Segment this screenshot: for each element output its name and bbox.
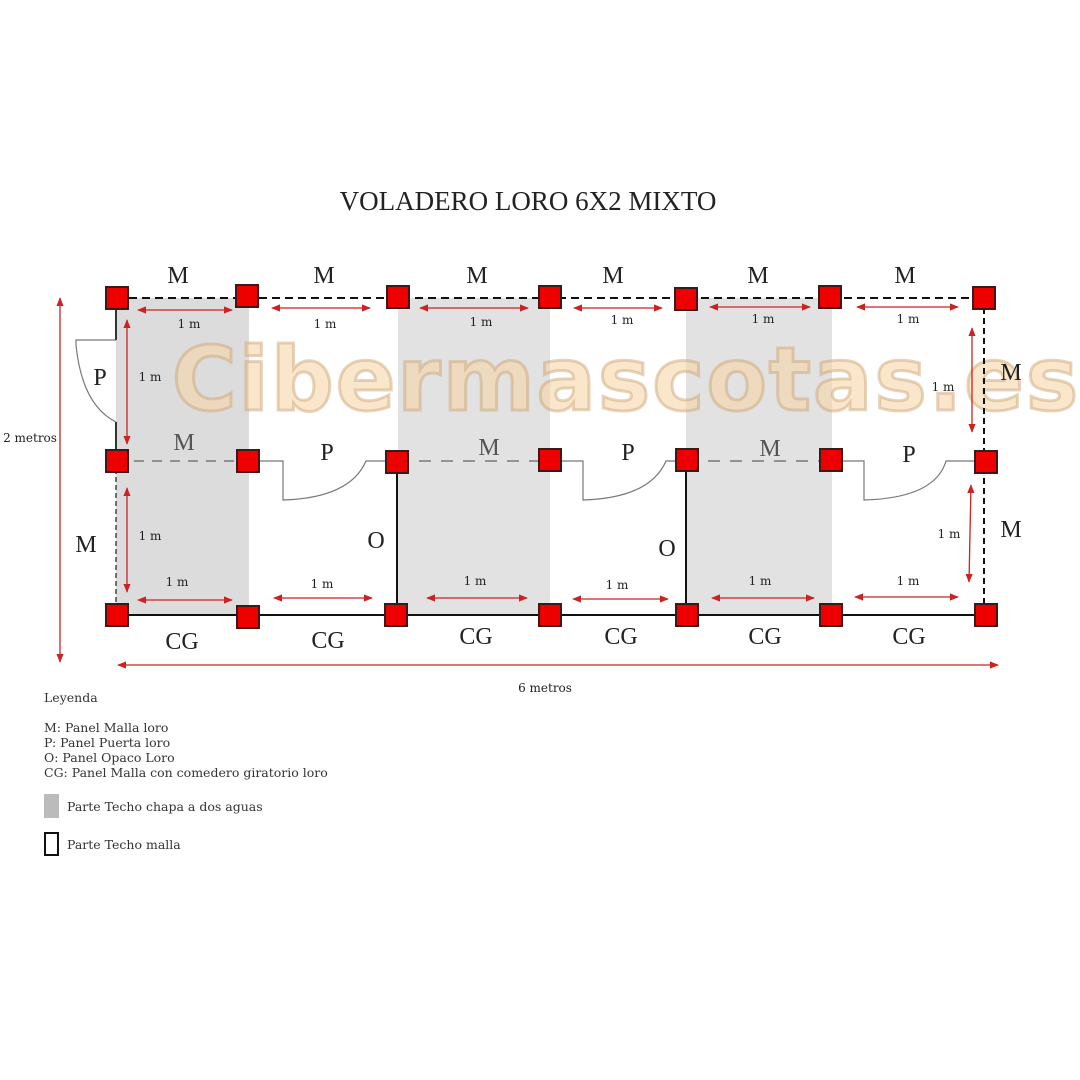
legend-roof-mesh-label: Parte Techo malla — [67, 836, 181, 852]
legend-title: Leyenda — [44, 690, 98, 705]
svg-text:M: M — [466, 263, 487, 289]
legend-item-m: M: Panel Malla loro — [44, 720, 169, 735]
watermark: Cibermascotas.es — [172, 328, 1080, 431]
doors — [75, 339, 984, 501]
svg-text:1 m: 1 m — [311, 577, 334, 591]
svg-text:1 m: 1 m — [464, 574, 487, 588]
svg-text:1 m: 1 m — [470, 315, 493, 329]
svg-text:1 m: 1 m — [611, 313, 634, 327]
svg-text:CG: CG — [311, 628, 344, 654]
svg-text:M: M — [1000, 360, 1021, 386]
legend-roof-gray: Parte Techo chapa a dos aguas — [44, 794, 328, 818]
posts — [105, 284, 998, 629]
svg-text:P: P — [621, 440, 634, 466]
legend-roof-gray-label: Parte Techo chapa a dos aguas — [67, 798, 263, 814]
diagram-title: VOLADERO LORO 6X2 MIXTO — [340, 186, 717, 216]
svg-text:CG: CG — [165, 629, 198, 655]
svg-text:M: M — [478, 435, 499, 461]
svg-text:M: M — [1000, 517, 1021, 543]
svg-text:1 m: 1 m — [314, 317, 337, 331]
svg-text:P: P — [902, 442, 915, 468]
svg-text:M: M — [173, 430, 194, 456]
svg-text:1 m: 1 m — [938, 527, 961, 541]
legend-roof-mesh: Parte Techo malla — [44, 832, 328, 856]
svg-text:1 m: 1 m — [749, 574, 772, 588]
svg-text:1 m: 1 m — [752, 312, 775, 326]
svg-text:O: O — [658, 536, 675, 562]
svg-text:M: M — [894, 263, 915, 289]
svg-text:1 m: 1 m — [166, 575, 189, 589]
dimension-labels: 1 m 1 m 1 m 1 m 1 m 1 m 1 m 1 m 1 m 1 m … — [3, 312, 961, 695]
svg-text:1 m: 1 m — [139, 370, 162, 384]
svg-text:M: M — [602, 263, 623, 289]
svg-text:P: P — [93, 365, 106, 391]
svg-text:1 m: 1 m — [932, 380, 955, 394]
legend: Leyenda M: Panel Malla loro P: Panel Pue… — [44, 690, 328, 856]
svg-text:1 m: 1 m — [897, 574, 920, 588]
gray-swatch-icon — [44, 794, 59, 818]
svg-text:CG: CG — [459, 624, 492, 650]
legend-item-o: O: Panel Opaco Loro — [44, 750, 175, 765]
svg-text:1 m: 1 m — [139, 529, 162, 543]
svg-text:CG: CG — [604, 624, 637, 650]
roof-sheet-bands — [116, 298, 832, 616]
svg-text:P: P — [320, 440, 333, 466]
svg-text:1 m: 1 m — [897, 312, 920, 326]
legend-item-cg: CG: Panel Malla con comedero giratorio l… — [44, 765, 328, 780]
empty-swatch-icon — [44, 832, 59, 856]
svg-text:1 m: 1 m — [606, 578, 629, 592]
svg-text:O: O — [367, 528, 384, 554]
dimension-arrows — [56, 297, 999, 669]
svg-text:M: M — [759, 436, 780, 462]
svg-text:M: M — [75, 532, 96, 558]
width-total-label: 6 metros — [518, 681, 572, 695]
svg-text:CG: CG — [748, 624, 781, 650]
svg-text:1 m: 1 m — [178, 317, 201, 331]
svg-text:M: M — [167, 263, 188, 289]
height-total-label: 2 metros — [3, 431, 57, 445]
svg-text:M: M — [747, 263, 768, 289]
legend-item-p: P: Panel Puerta loro — [44, 735, 171, 750]
panel-labels: M M M M M M M P M P M P CG CG CG CG CG C… — [75, 263, 1021, 655]
svg-text:M: M — [313, 263, 334, 289]
svg-text:CG: CG — [892, 624, 925, 650]
